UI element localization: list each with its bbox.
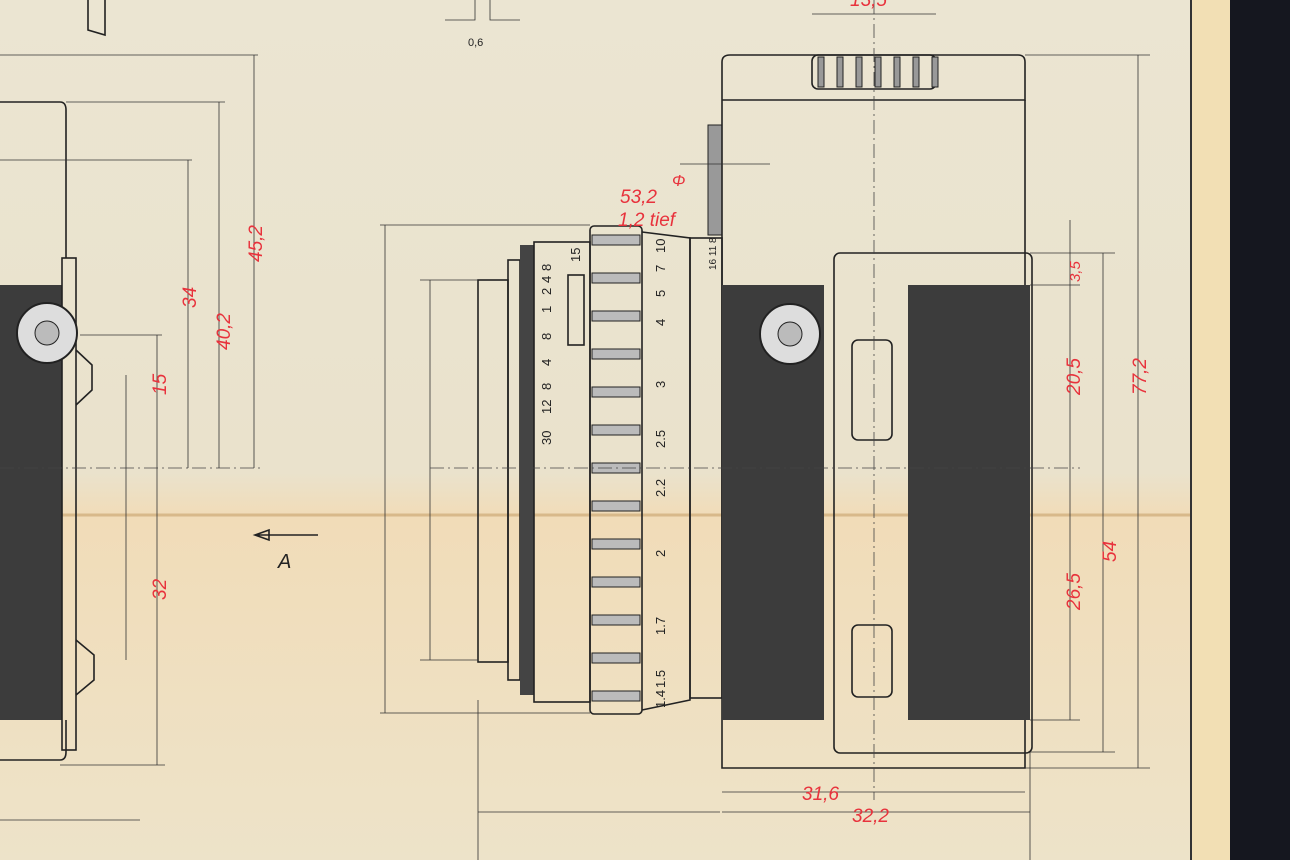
distance-mark: 5 [653, 290, 668, 297]
focus-ring-rib [591, 500, 641, 512]
focus-ring-rib [591, 652, 641, 664]
focus-ring-rib [591, 614, 641, 626]
shutter-mark: 30 [539, 431, 554, 445]
focus-ring-rib [591, 538, 641, 550]
distance-mark: 2.2 [653, 479, 668, 497]
dim-left-34: 34 [180, 287, 201, 308]
focus-ring-rib [591, 690, 641, 702]
dark-background [1230, 0, 1290, 860]
dim-thread-depth: 1,2 tief [618, 210, 677, 231]
focus-ring-rib [591, 424, 641, 436]
view-arrow-label: A [277, 551, 291, 573]
distance-mark: 7 [653, 265, 668, 272]
shutter-mark: 8 [539, 264, 554, 271]
dimension-0-6: 0,6 [468, 37, 483, 49]
left-side-view [0, 0, 520, 821]
dim-right-77-2: 77,2 [1130, 358, 1151, 395]
knob-rib [893, 56, 901, 88]
shutter-mark: 4 [539, 276, 554, 283]
dim-bottom-32-2: 32,2 [852, 806, 889, 827]
camera-body [430, 0, 1150, 860]
distance-mark: 1.5 [653, 670, 668, 688]
dim-right-3-5: 3,5 [1067, 260, 1084, 282]
diameter-symbol: Φ [672, 173, 685, 190]
dim-left-15: 15 [150, 373, 171, 395]
shutter-mark: 15 [568, 248, 583, 262]
focus-ring-rib [591, 386, 641, 398]
dim-top-knob-width: 13,5 [850, 0, 887, 11]
distance-mark: 10 [653, 239, 668, 253]
focus-ring-rib [591, 348, 641, 360]
dim-bottom-31-6: 31,6 [802, 784, 839, 805]
distance-mark: 2.5 [653, 430, 668, 448]
lens-assembly [380, 124, 723, 860]
focus-ring-rib [591, 272, 641, 284]
shutter-mark: 4 [539, 359, 554, 366]
distance-scale: 10 7 5 4 3 2.5 2.2 2 1.7 1.5 1.4 16 11 8 [653, 237, 719, 708]
knob-rib [817, 56, 825, 88]
shutter-mark: 2 [539, 288, 554, 295]
aperture-marks: 16 11 8 [708, 237, 719, 270]
dim-left-32: 32 [150, 578, 171, 600]
focus-ring-rib [591, 310, 641, 322]
dim-filter-thread: 53,2 [620, 187, 657, 208]
shutter-speed-scale: 30 12 8 4 8 1 2 4 8 15 [539, 248, 583, 445]
distance-mark: 3 [653, 381, 668, 388]
distance-mark: 2 [653, 550, 668, 557]
shutter-mark: 1 [539, 306, 554, 313]
distance-mark: 1.4 [653, 690, 668, 708]
focus-ring-rib [591, 234, 641, 246]
dim-left-40-2: 40,2 [214, 313, 235, 350]
dim-right-26-5: 26,5 [1064, 573, 1085, 611]
distance-mark: 1.7 [653, 617, 668, 635]
dim-right-20-5: 20,5 [1064, 358, 1085, 396]
knob-rib [836, 56, 844, 88]
knob-rib [855, 56, 863, 88]
dim-right-54: 54 [1100, 541, 1121, 562]
knob-rib [874, 56, 882, 88]
distance-mark: 4 [653, 319, 668, 326]
shutter-mark: 12 [539, 400, 554, 414]
knob-rib [931, 56, 939, 88]
paper-edge [1190, 0, 1232, 860]
focus-ring-rib [591, 576, 641, 588]
shutter-mark: 8 [539, 333, 554, 340]
dim-left-45-2: 45,2 [246, 225, 267, 262]
knob-rib [912, 56, 920, 88]
shutter-mark: 8 [539, 383, 554, 390]
